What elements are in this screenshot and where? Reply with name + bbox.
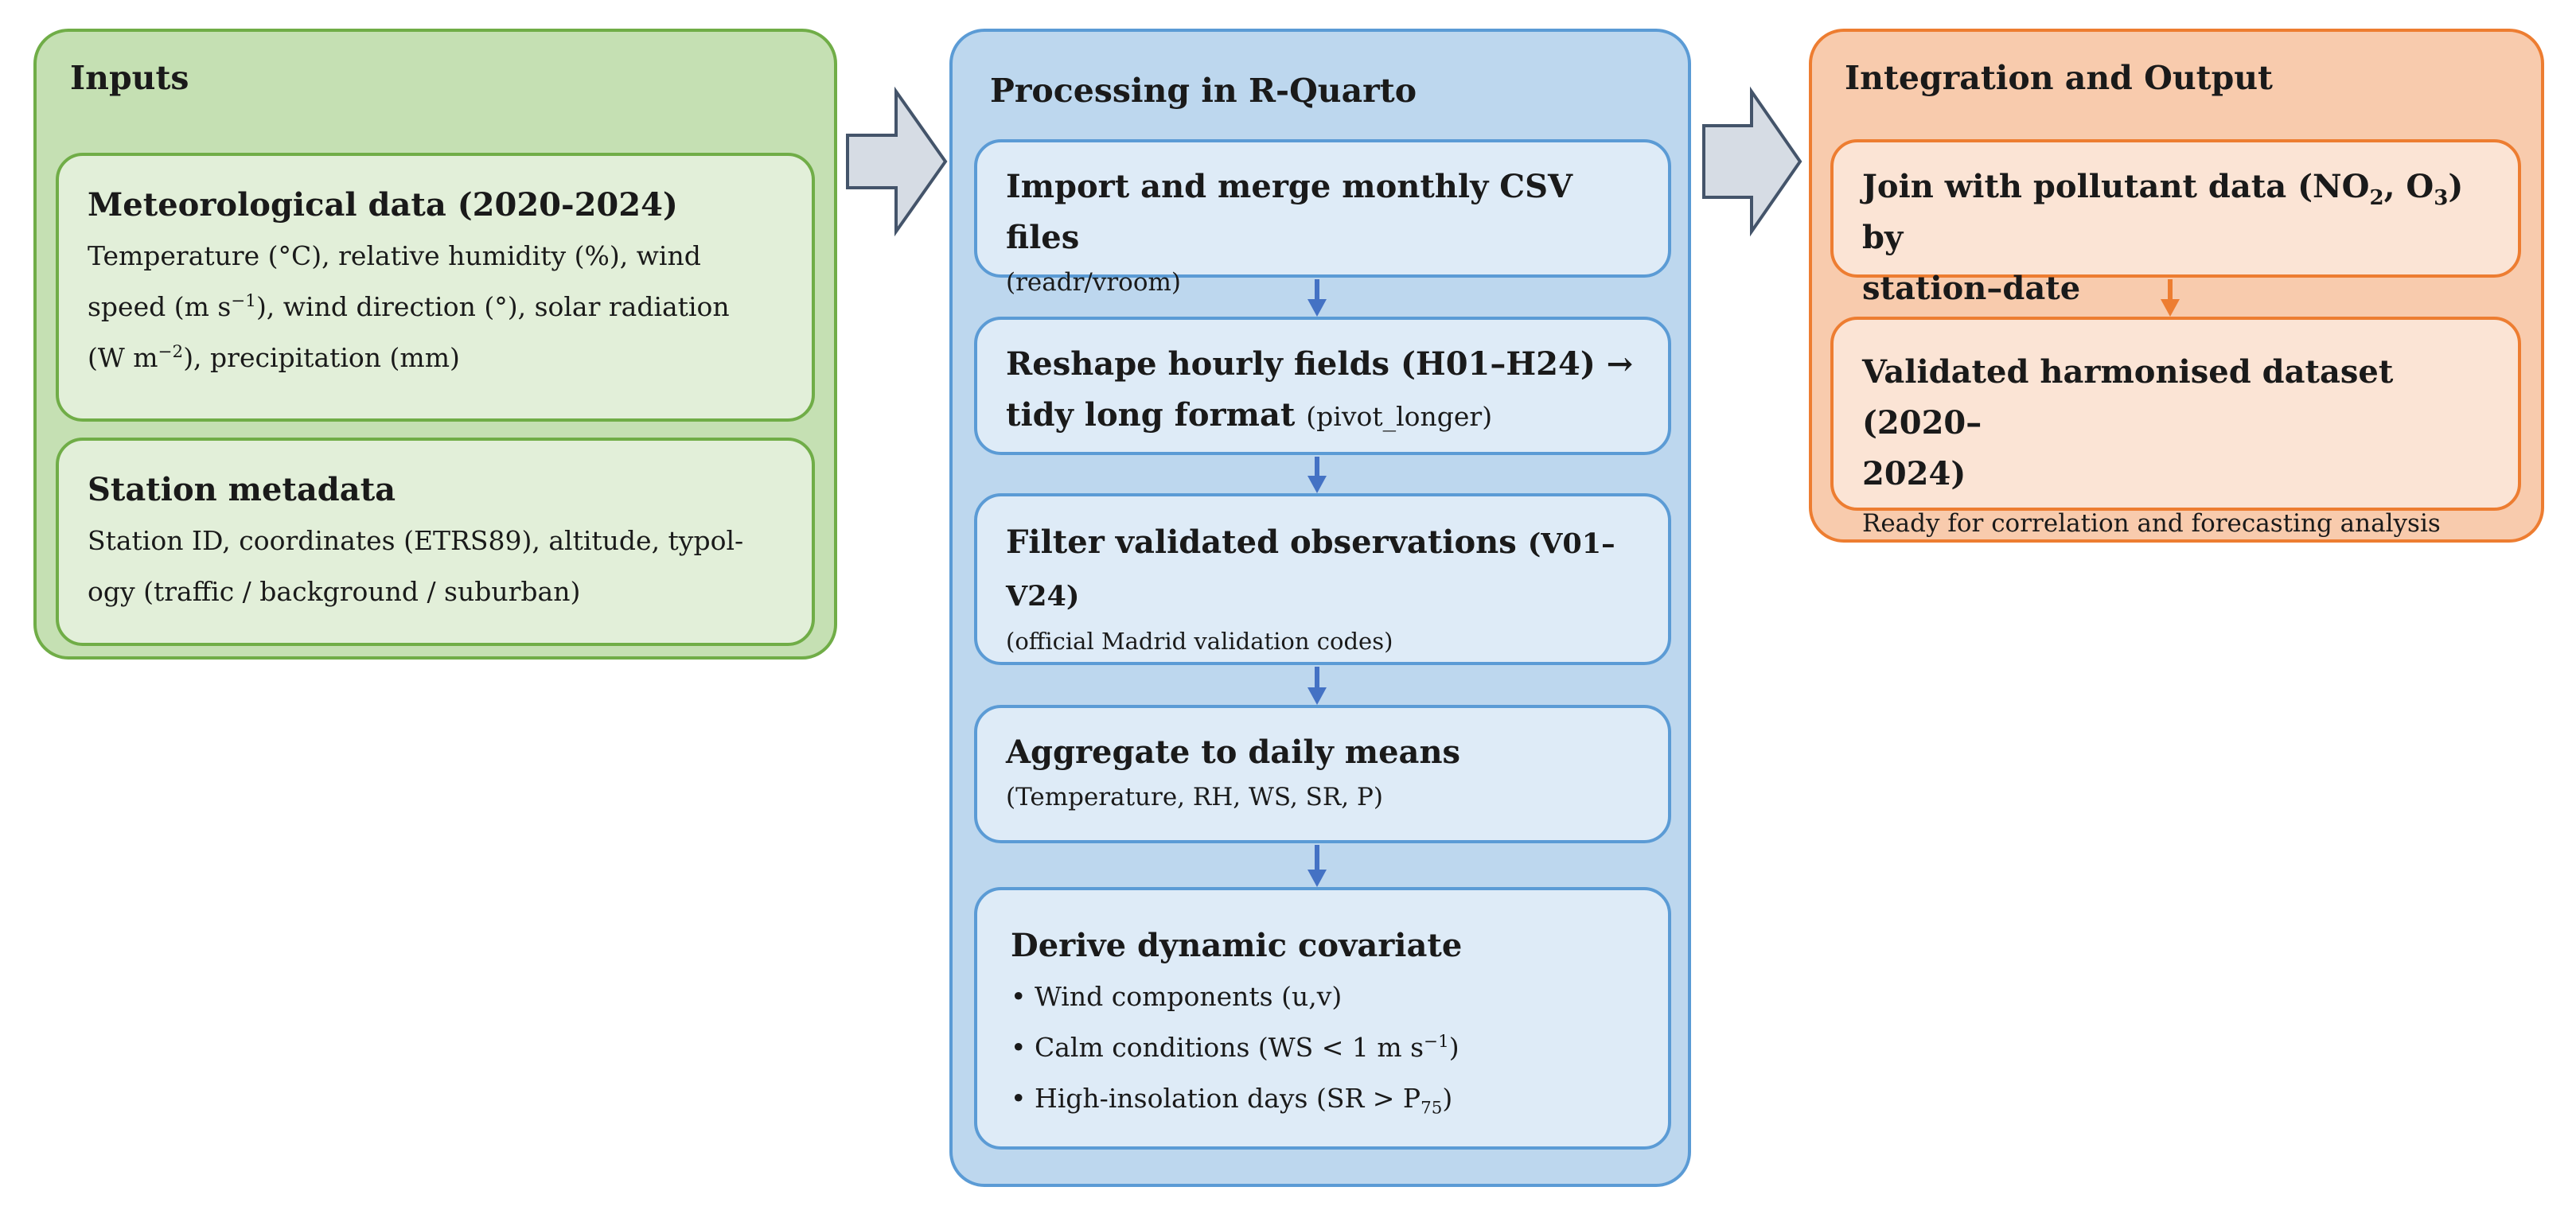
meteorological-data-line3: (W m−2), precipitation (mm) (88, 342, 460, 373)
step-aggregate-box: Aggregate to daily means (Temperature, R… (974, 705, 1671, 843)
step-filter-box: Filter validated observations (V01–V24) … (974, 493, 1671, 665)
meteorological-data-line2: speed (m s−1), wind direction (°), solar… (88, 291, 730, 322)
join-box: Join with pollutant data (NO2, O3) by st… (1830, 139, 2521, 307)
station-metadata-line2: ogy (traffic / background / suburban) (88, 576, 581, 607)
step-derive-title: Derive dynamic covariate (1011, 927, 1463, 964)
step-filter-title: Filter validated observations (V01–V24) (1006, 523, 1615, 613)
step-aggregate-title: Aggregate to daily means (1006, 734, 1461, 771)
join-line2: station–date (1862, 270, 2081, 307)
meteorological-data-line1: Temperature (°C), relative humidity (%),… (88, 240, 701, 271)
dataset-title-line1: Validated harmonised dataset (2020– (1862, 353, 2394, 442)
derive-bullet-calm: Calm conditions (WS < 1 m s−1) (1011, 1022, 1639, 1073)
station-metadata-line1: Station ID, coordinates (ETRS89), altitu… (88, 525, 744, 556)
processing-title: Processing in R-Quarto (990, 72, 1417, 110)
inputs-title: Inputs (70, 59, 189, 97)
derive-bullet-wind: Wind components (u,v) (1011, 971, 1639, 1022)
step-reshape-line1: Reshape hourly fields (H01–H24) → (1006, 345, 1634, 383)
dataset-box: Validated harmonised dataset (2020– 2024… (1830, 317, 2521, 538)
step-import-title: Import and merge monthly CSV files (1006, 168, 1573, 256)
dataset-title-line2: 2024) (1862, 455, 1966, 492)
station-metadata-title: Station metadata (88, 471, 396, 508)
station-metadata-box: Station metadata Station ID, coordinates… (56, 438, 815, 646)
output-title: Integration and Output (1845, 59, 2273, 97)
derive-bullet-list: Wind components (u,v) Calm conditions (W… (1011, 971, 1639, 1124)
step-aggregate-sub: (Temperature, RH, WS, SR, P) (1006, 783, 1383, 811)
step-reshape-box: Reshape hourly fields (H01–H24) → tidy l… (974, 317, 1671, 455)
join-line1: Join with pollutant data (NO2, O3) by (1862, 168, 2464, 256)
big-arrow-processing-to-output (1702, 86, 1802, 237)
step-reshape-line2: tidy long format (pivot_longer) (1006, 396, 1493, 434)
derive-bullet-insolation: High-insolation days (SR > P75) (1011, 1073, 1639, 1124)
meteorological-data-box: Meteorological data (2020-2024) Temperat… (56, 153, 815, 422)
dataset-sub: Ready for correlation and forecasting an… (1862, 509, 2441, 538)
big-arrow-inputs-to-processing (846, 86, 948, 237)
meteorological-data-title: Meteorological data (2020-2024) (88, 186, 678, 224)
step-import-sub: (readr/vroom) (1006, 268, 1181, 297)
step-import-box: Import and merge monthly CSV files (read… (974, 139, 1671, 297)
step-filter-sub: (official Madrid validation codes) (1006, 628, 1393, 655)
step-derive-box: Derive dynamic covariate Wind components… (974, 887, 1671, 1150)
